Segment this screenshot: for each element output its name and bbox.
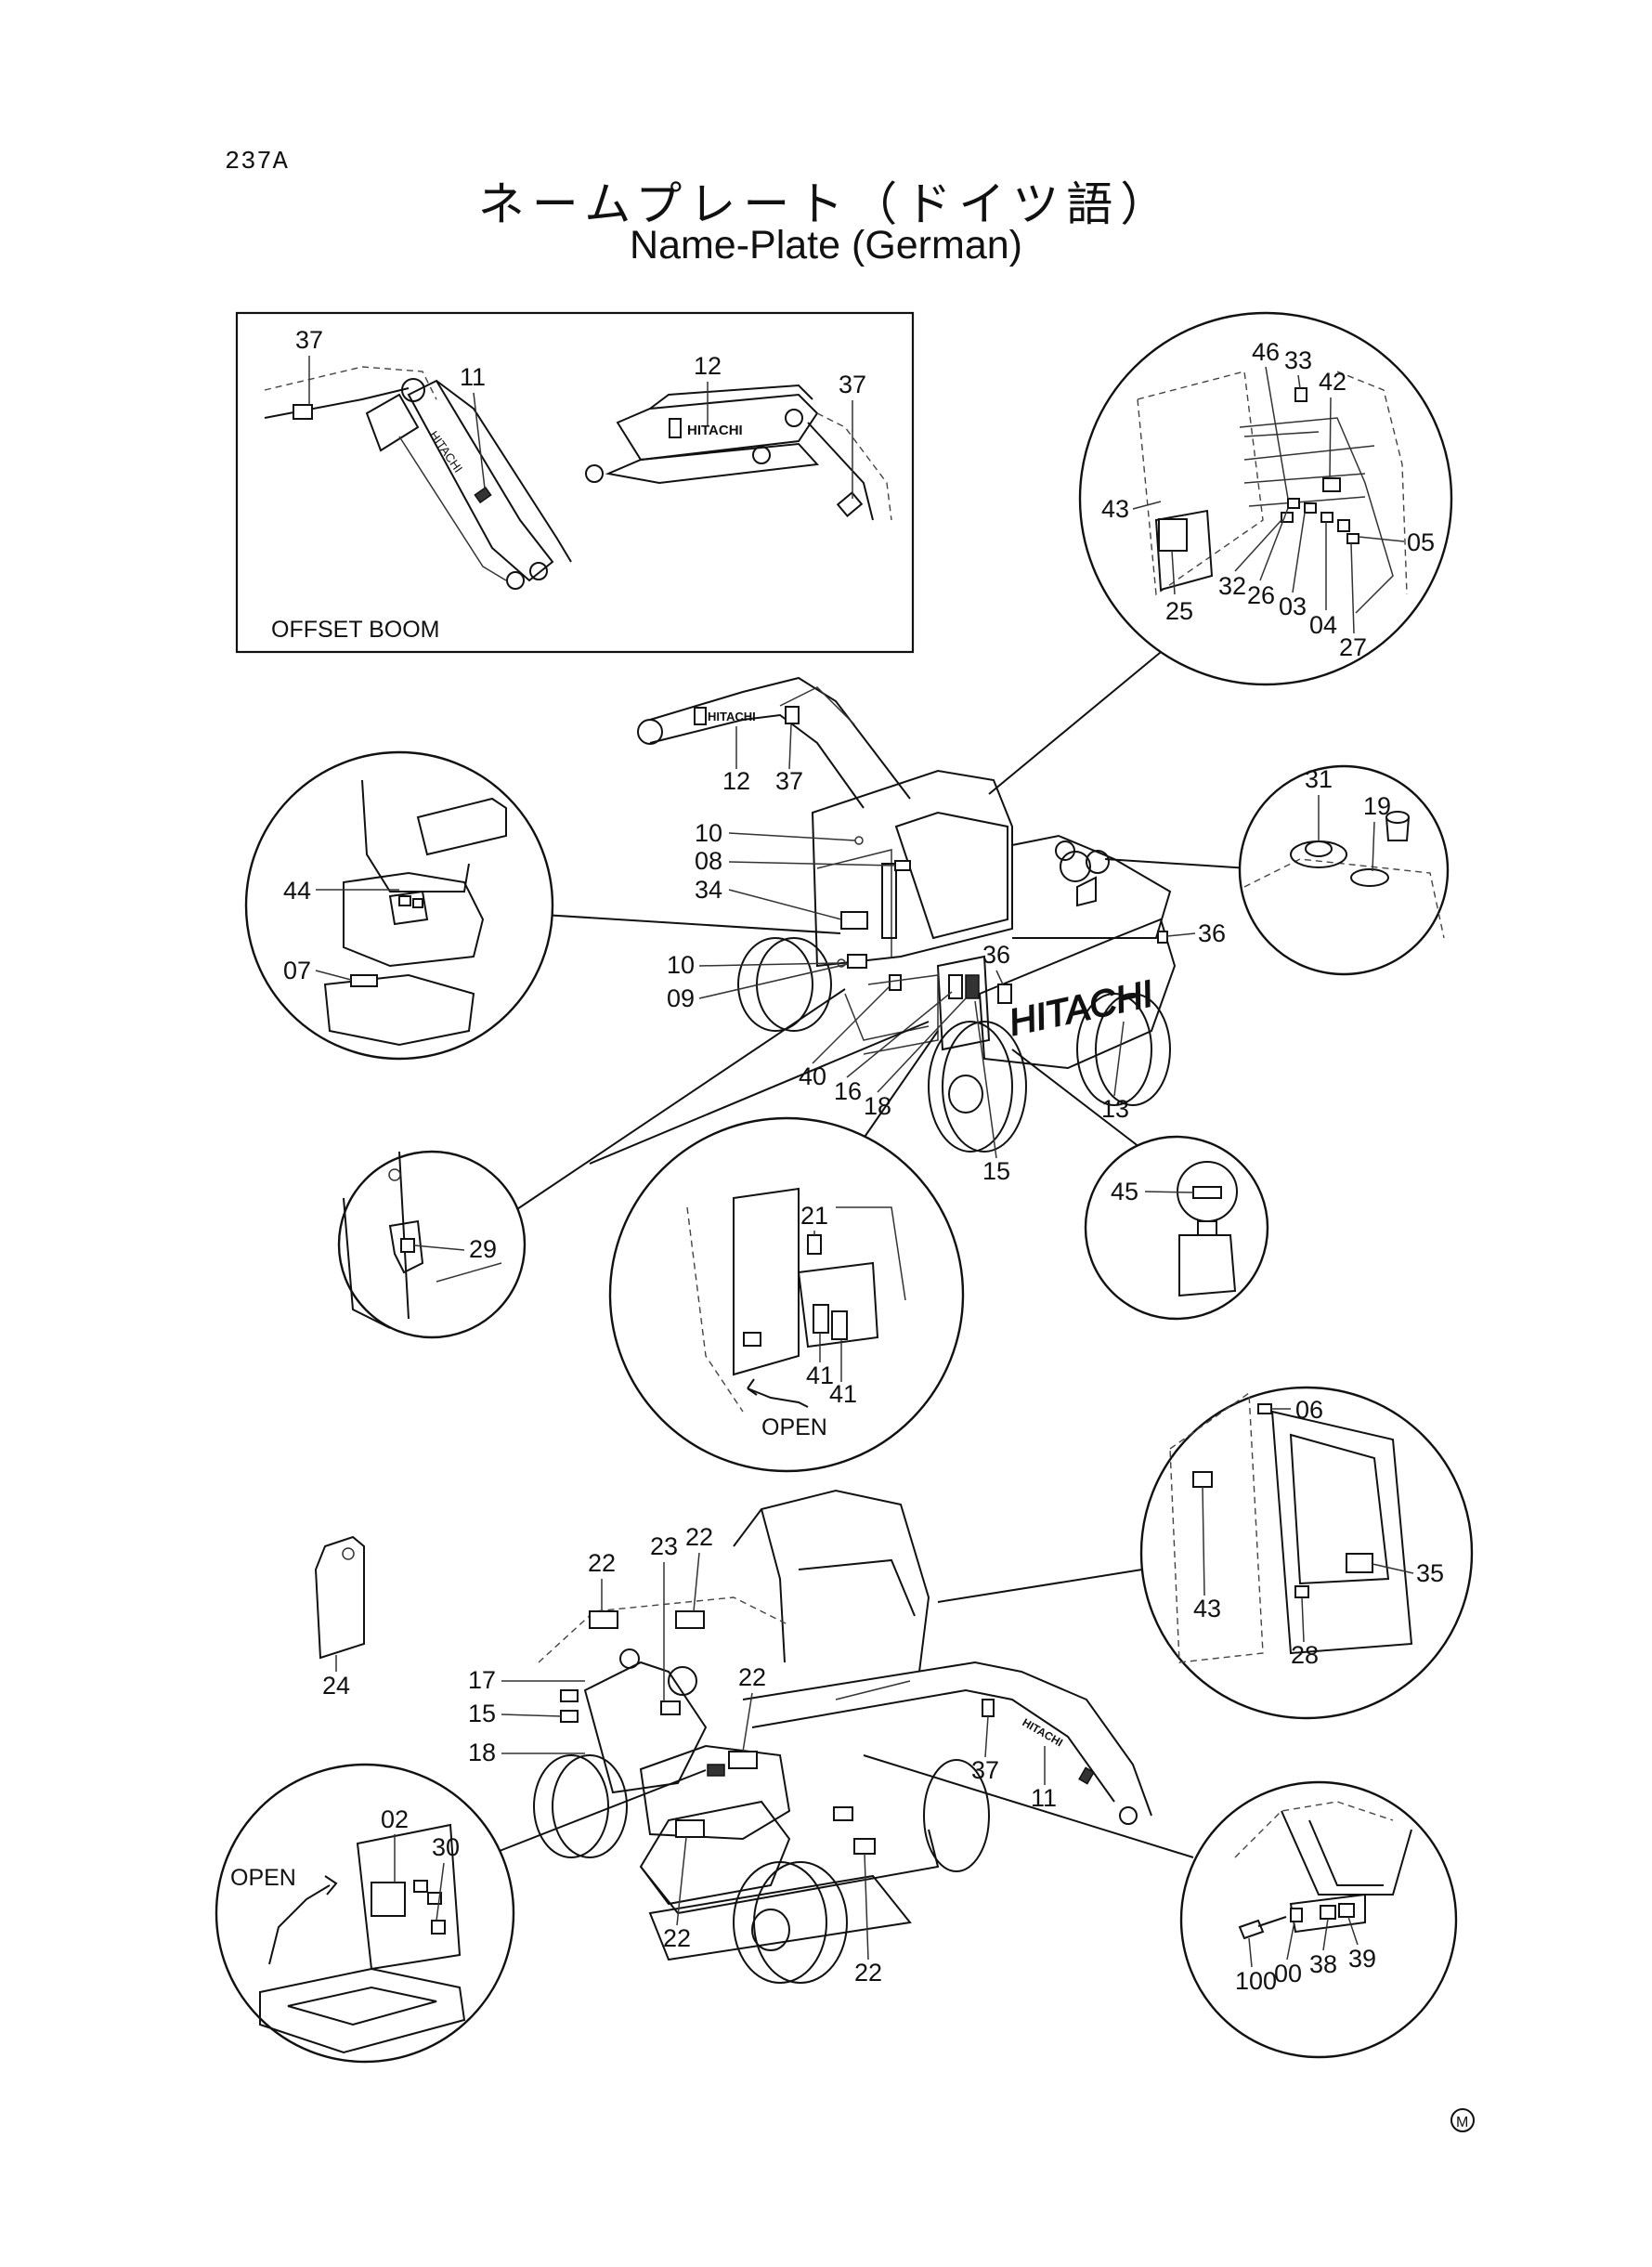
cab-door-detail: 06 43 35 28 [937,1386,1474,1720]
callout-46: 46 [1252,338,1280,366]
callout-44: 44 [283,877,311,905]
callout-24: 24 [322,1672,350,1700]
callout-15: 15 [468,1700,496,1727]
callout-37: 37 [971,1756,999,1784]
callout-39: 39 [1348,1945,1376,1973]
offset-boom-left-drawing: HITACHI [264,366,572,590]
callout-23: 23 [650,1532,678,1560]
callout-21: 21 [800,1202,828,1230]
callout-03: 03 [1279,593,1307,620]
model-mark: M [1450,2108,1475,2132]
callout-12: 12 [722,767,750,795]
callout-37: 37 [775,767,803,795]
door-lock-detail: 29 [337,988,846,1339]
callout-28: 28 [1291,1641,1319,1669]
offset-boom-inset: HITACHI HITACHI OFFSET BOOM 37 11 12 3 [235,311,915,654]
callout-09: 09 [667,984,695,1012]
callout-12: 12 [694,352,722,380]
callout-27: 27 [1339,633,1367,661]
lower-view-callouts: 22 23 22 17 15 18 22 37 11 22 22 [468,1523,1057,1987]
callout-43: 43 [1101,495,1129,523]
callout-16: 16 [834,1077,862,1105]
callout-37: 37 [839,371,866,398]
storage-box-detail: OPEN 02 30 [215,1763,707,2064]
callout-36: 36 [982,941,1010,969]
callout-22: 22 [588,1549,616,1577]
box-open-label: OPEN [230,1865,296,1891]
callout-15: 15 [982,1157,1010,1185]
callout-17: 17 [468,1666,496,1694]
accumulator-detail: 45 [1011,1049,1269,1321]
callout-37: 37 [295,326,323,354]
callout-100: 100 [1235,1967,1277,1995]
fuel-tank-cap-detail: 31 19 [1104,764,1450,976]
callout-36: 36 [1198,919,1226,947]
callout-22: 22 [738,1663,766,1691]
page-code: 237A [225,149,289,176]
callout-06: 06 [1295,1396,1323,1424]
callout-35: 35 [1416,1559,1444,1587]
battery-open-label: OPEN [761,1414,827,1440]
callout-38: 38 [1309,1950,1337,1978]
cab-interior-detail: 46 33 42 43 05 32 26 03 04 25 27 [988,311,1453,795]
title-english: Name-Plate (German) [630,223,1022,267]
callout-25: 25 [1165,597,1193,625]
callout-26: 26 [1247,581,1275,609]
callout-00: 00 [1274,1960,1302,1987]
callout-45: 45 [1111,1178,1138,1205]
callout-22: 22 [685,1523,713,1551]
callout-11: 11 [460,363,486,391]
callout-13: 13 [1101,1095,1129,1123]
callout-22: 22 [663,1924,691,1952]
callout-29: 29 [469,1235,497,1263]
callout-43: 43 [1193,1595,1221,1622]
callout-42: 42 [1319,368,1346,396]
callout-11: 11 [1031,1784,1057,1812]
callout-04: 04 [1309,611,1337,639]
frame-plate-detail: 100 00 38 39 [863,1754,1458,2059]
offset-boom-caption: OFFSET BOOM [271,617,440,643]
callout-41: 41 [806,1362,834,1389]
excavator-upper-view: HITACHI HITACHI [637,676,1226,1185]
offset-arm-brand: HITACHI [687,423,743,438]
callout-18: 18 [468,1739,496,1766]
callout-07: 07 [283,957,311,984]
callout-08: 08 [695,847,722,875]
offset-boom-callouts: 37 11 12 37 [295,326,866,499]
callout-10: 10 [667,951,695,979]
callout-33: 33 [1284,346,1312,374]
callout-05: 05 [1407,528,1435,556]
callout-32: 32 [1218,572,1246,600]
boom-brand: HITACHI [708,710,756,723]
offset-boom-brand: HITACHI [427,428,466,475]
body-brand: HITACHI [1006,973,1157,1044]
callout-30: 30 [432,1833,460,1861]
offset-boom-right-drawing: HITACHI [585,384,892,521]
callout-18: 18 [864,1092,891,1120]
callout-41: 41 [829,1380,857,1408]
seat-detail: 44 07 [244,750,841,1061]
upper-view-callouts: 12 37 10 08 34 10 09 40 16 18 36 36 13 [667,723,1226,1185]
excavator-lower-view: HITACHI 22 23 22 17 15 [468,1489,1152,1987]
callout-34: 34 [695,876,722,904]
model-mark-letter: M [1456,2115,1468,2130]
callout-10: 10 [695,819,722,847]
callout-02: 02 [381,1805,409,1833]
callout-22: 22 [854,1959,882,1987]
callout-31: 31 [1305,765,1333,793]
tag-plate: 24 [314,1535,365,1700]
callout-19: 19 [1363,792,1391,820]
battery-box-detail: OPEN 21 41 41 [589,1021,965,1473]
title-japanese: ネームプレート（ドイツ語） [477,177,1175,231]
